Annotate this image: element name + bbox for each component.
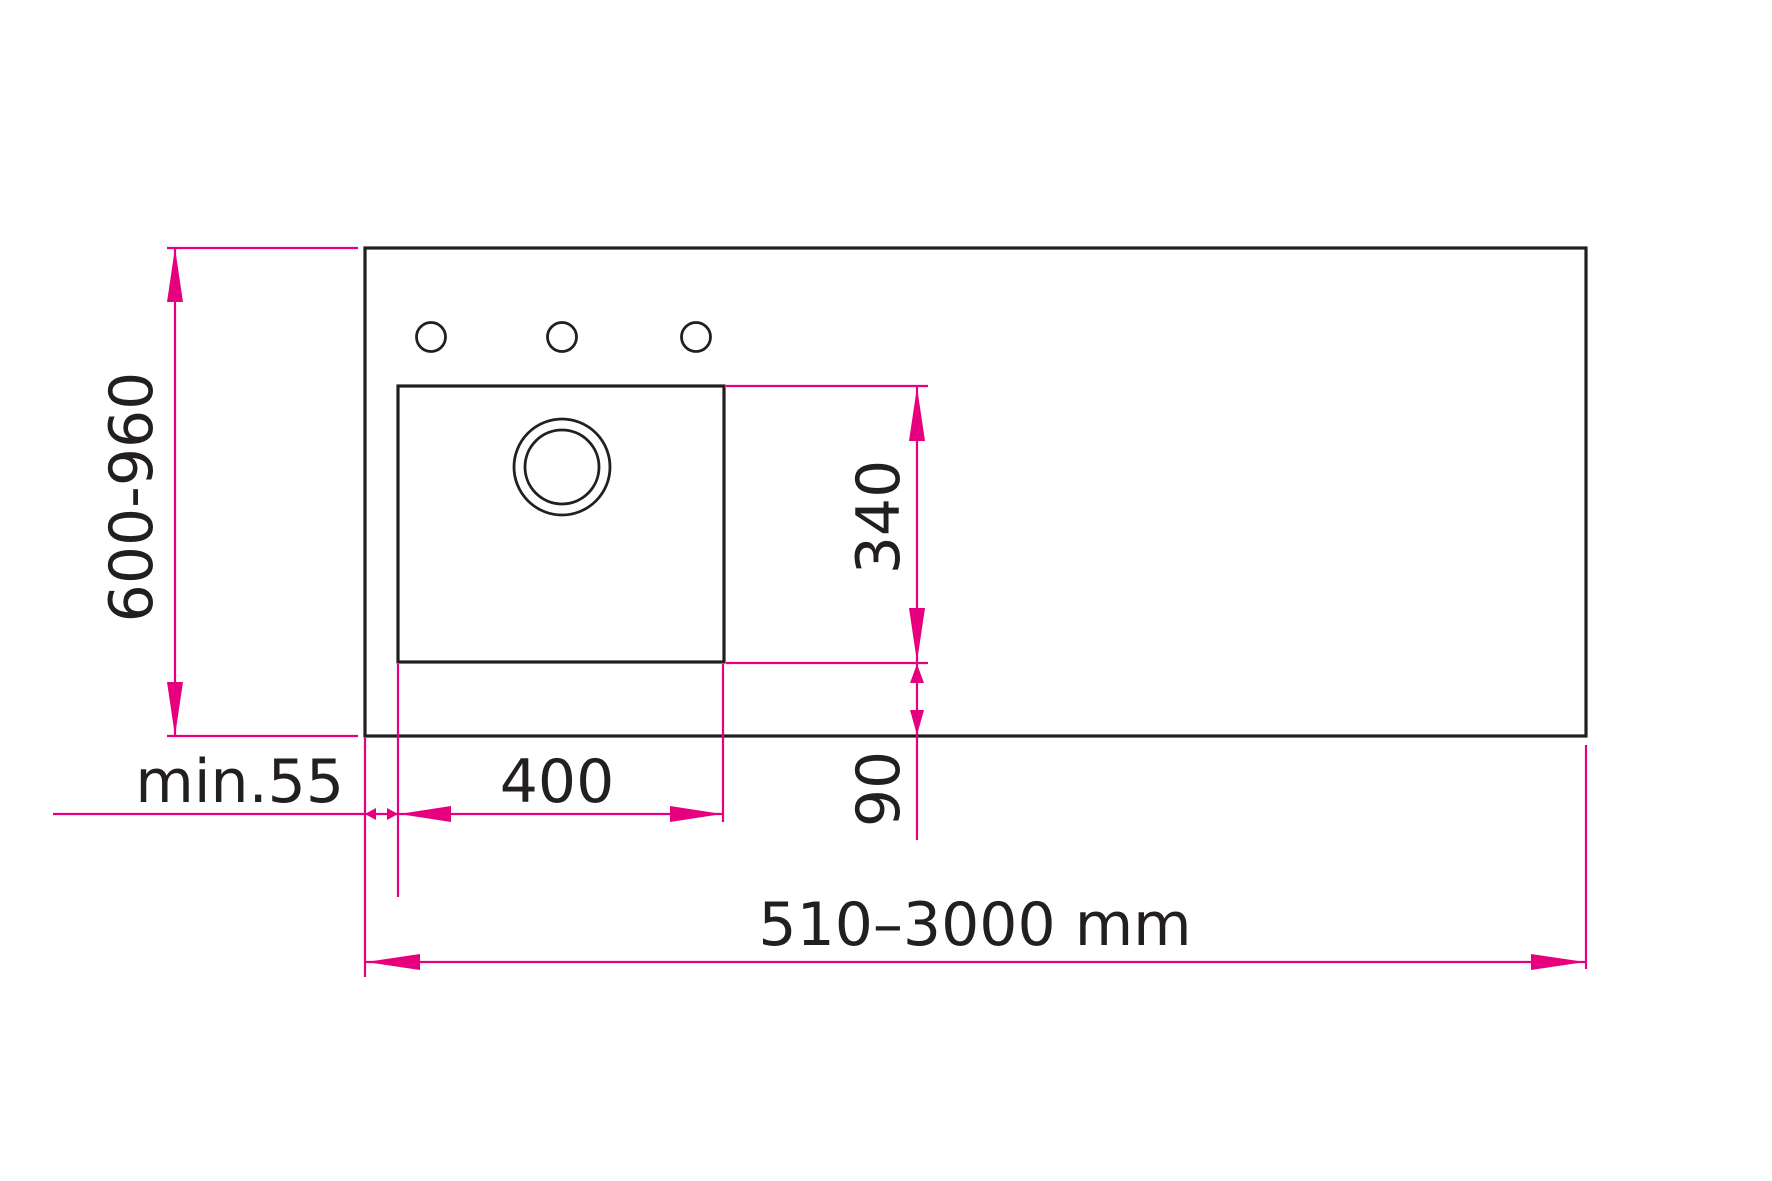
tap-holes xyxy=(415,321,712,353)
sink-basin-outline xyxy=(396,384,726,664)
depth-label: 600-960 xyxy=(97,372,167,623)
arrow-right-icon xyxy=(387,808,398,820)
arrow-left-icon xyxy=(365,808,376,820)
drain-icon xyxy=(512,417,612,517)
sink-width-label: 400 xyxy=(500,747,615,817)
arrow-down-icon xyxy=(910,710,924,735)
arrow-right-icon xyxy=(1531,954,1585,970)
arrow-left-icon xyxy=(399,806,451,822)
tap-hole-icon xyxy=(415,321,447,353)
total-length-dimension: 510–3000 mm xyxy=(365,745,1588,970)
arrow-up-icon xyxy=(909,387,925,441)
front-gap-dimension: 90 xyxy=(844,664,924,827)
arrow-up-icon xyxy=(167,248,183,302)
sink-depth-label: 340 xyxy=(844,460,914,575)
sink-depth-dimension: 340 xyxy=(726,384,928,840)
arrow-left-icon xyxy=(366,954,420,970)
side-gap-label: min.55 xyxy=(135,747,344,817)
arrow-up-icon xyxy=(910,664,924,683)
depth-dimension: 600-960 xyxy=(97,246,358,738)
arrow-down-icon xyxy=(909,608,925,662)
sink-width-dimension: 400 xyxy=(398,664,725,822)
countertop-outline xyxy=(363,246,1588,738)
total-length-label: 510–3000 mm xyxy=(758,890,1191,960)
tap-hole-icon xyxy=(546,321,578,353)
arrow-right-icon xyxy=(670,806,722,822)
front-gap-label: 90 xyxy=(844,751,914,827)
side-gap-dimension: min.55 xyxy=(53,664,400,977)
arrow-down-icon xyxy=(167,682,183,736)
tap-hole-icon xyxy=(680,321,712,353)
